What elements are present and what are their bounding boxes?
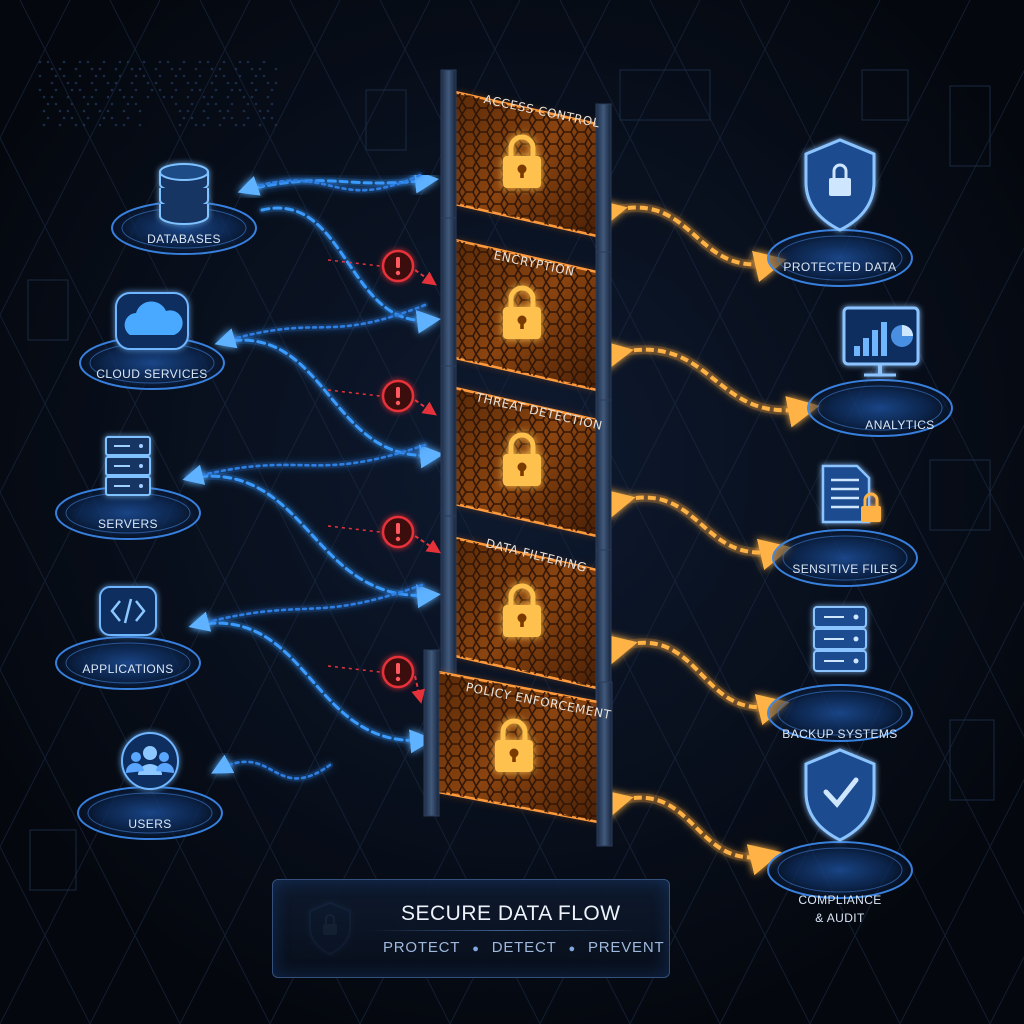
destination-label: SENSITIVE FILES bbox=[792, 562, 898, 576]
world-map-dots bbox=[38, 60, 278, 127]
security-gate bbox=[440, 69, 612, 261]
source-node bbox=[79, 292, 225, 390]
destination-node bbox=[767, 748, 913, 899]
alert-icon bbox=[381, 249, 415, 283]
alert-icon bbox=[381, 655, 415, 689]
source-label: CLOUD SERVICES bbox=[96, 367, 208, 381]
legend-title: SECURE DATA FLOW bbox=[401, 902, 621, 925]
padlock-icon bbox=[495, 718, 533, 772]
security-gate bbox=[440, 365, 612, 561]
source-node bbox=[111, 163, 257, 255]
server-rack-icon bbox=[105, 436, 151, 496]
shield-lock-icon bbox=[804, 138, 876, 232]
source-node bbox=[55, 436, 201, 540]
background-panels bbox=[27, 69, 995, 891]
legend-box: SECURE DATA FLOW PROTECT●DETECT●PREVENT bbox=[272, 879, 670, 978]
destination-node bbox=[807, 306, 953, 437]
server-stack-icon bbox=[813, 606, 867, 672]
destination-node bbox=[767, 606, 913, 742]
destination-node bbox=[772, 464, 918, 587]
security-gate bbox=[440, 515, 612, 713]
monitor-chart-icon bbox=[842, 306, 920, 377]
database-icon bbox=[159, 163, 209, 225]
legend-divider bbox=[369, 930, 639, 931]
legend-tag-detect: DETECT bbox=[491, 939, 557, 956]
security-gates bbox=[423, 69, 613, 847]
destinations bbox=[767, 138, 953, 899]
padlock-icon bbox=[503, 432, 541, 486]
destination-label: PROTECTED DATA bbox=[783, 260, 897, 274]
data-sources bbox=[55, 163, 257, 840]
destination-node bbox=[767, 138, 913, 287]
alert-icon bbox=[381, 515, 415, 549]
legend-tag-protect: PROTECT bbox=[383, 939, 461, 956]
legend-tag-prevent: PREVENT bbox=[588, 939, 665, 956]
users-icon bbox=[121, 732, 179, 790]
destination-label: BACKUP SYSTEMS bbox=[782, 727, 898, 741]
padlock-icon bbox=[503, 134, 541, 188]
legend-tags: PROTECT●DETECT●PREVENT bbox=[369, 930, 665, 956]
source-label: SERVERS bbox=[98, 517, 158, 531]
source-label: USERS bbox=[128, 817, 172, 831]
code-icon bbox=[99, 586, 157, 636]
shield-check-icon bbox=[804, 748, 876, 842]
source-node bbox=[77, 732, 223, 840]
destination-label: COMPLIANCE bbox=[798, 893, 882, 907]
document-lock-icon bbox=[821, 464, 881, 524]
source-label: APPLICATIONS bbox=[82, 662, 174, 676]
alert-icon bbox=[381, 379, 415, 413]
threat-markers bbox=[327, 249, 441, 704]
source-label: DATABASES bbox=[147, 232, 221, 246]
cloud-icon bbox=[115, 292, 189, 350]
security-gate bbox=[423, 649, 613, 847]
source-node bbox=[55, 586, 201, 690]
padlock-icon bbox=[503, 583, 541, 637]
flow-lines bbox=[182, 169, 820, 876]
security-gate bbox=[440, 217, 612, 415]
padlock-icon bbox=[503, 285, 541, 339]
destination-label-line2: & AUDIT bbox=[815, 911, 865, 925]
destination-label: ANALYTICS bbox=[865, 418, 935, 432]
